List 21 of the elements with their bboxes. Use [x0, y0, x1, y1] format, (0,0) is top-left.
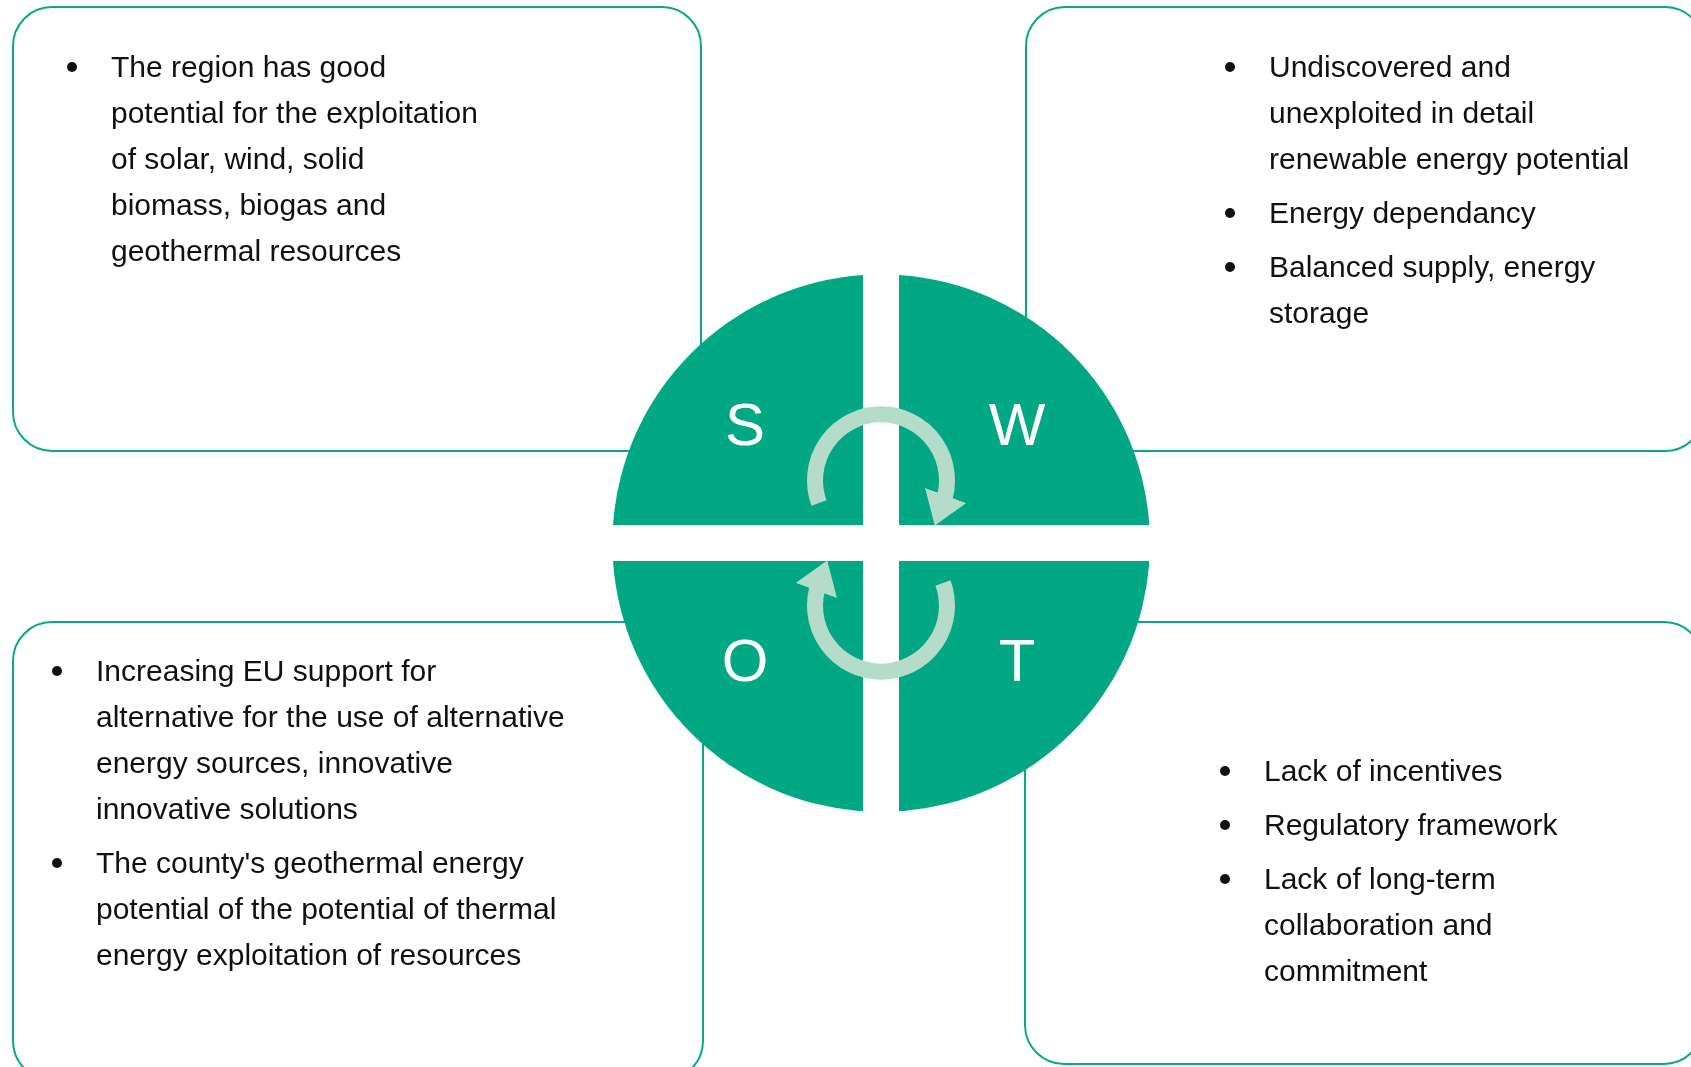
- bullet-text: The region has good potential for the exploitation of solar, wind, solid biomass, biogas and geothermal resources: [59, 44, 479, 274]
- bullet-text: Lack of long-term collaboration and commitment: [1212, 856, 1632, 994]
- bullet-text: Increasing EU support for alternative for the use of alternative energy sources, innovative innovative solutions: [44, 648, 574, 832]
- quadrant-segment: [899, 561, 1150, 812]
- quadrant-segment: [612, 561, 863, 812]
- quadrant-segment: [612, 274, 863, 525]
- cycle-arrow: [795, 559, 955, 680]
- quadrant-letter: T: [998, 631, 1036, 691]
- text-card: [12, 621, 704, 1067]
- bullet-text: Energy dependancy: [1217, 190, 1637, 236]
- quadrant-segment: [899, 274, 1150, 525]
- bullet-text: Undiscovered and unexploited in detail renewable energy potential: [1217, 44, 1637, 182]
- quadrant-letter: S: [724, 395, 765, 455]
- bullet-text: The county's geothermal energy potential of the potential of thermal energy exploitation of resources: [44, 840, 574, 978]
- text-card: [12, 6, 702, 452]
- quadrant-letter: O: [721, 631, 769, 691]
- cycle-arrow: [807, 406, 967, 527]
- bullet-text: Regulatory framework: [1212, 802, 1632, 848]
- bullet-text: Lack of incentives: [1212, 748, 1632, 794]
- bullet-text: Balanced supply, energy storage: [1217, 244, 1637, 336]
- quadrant-letter: W: [988, 395, 1046, 455]
